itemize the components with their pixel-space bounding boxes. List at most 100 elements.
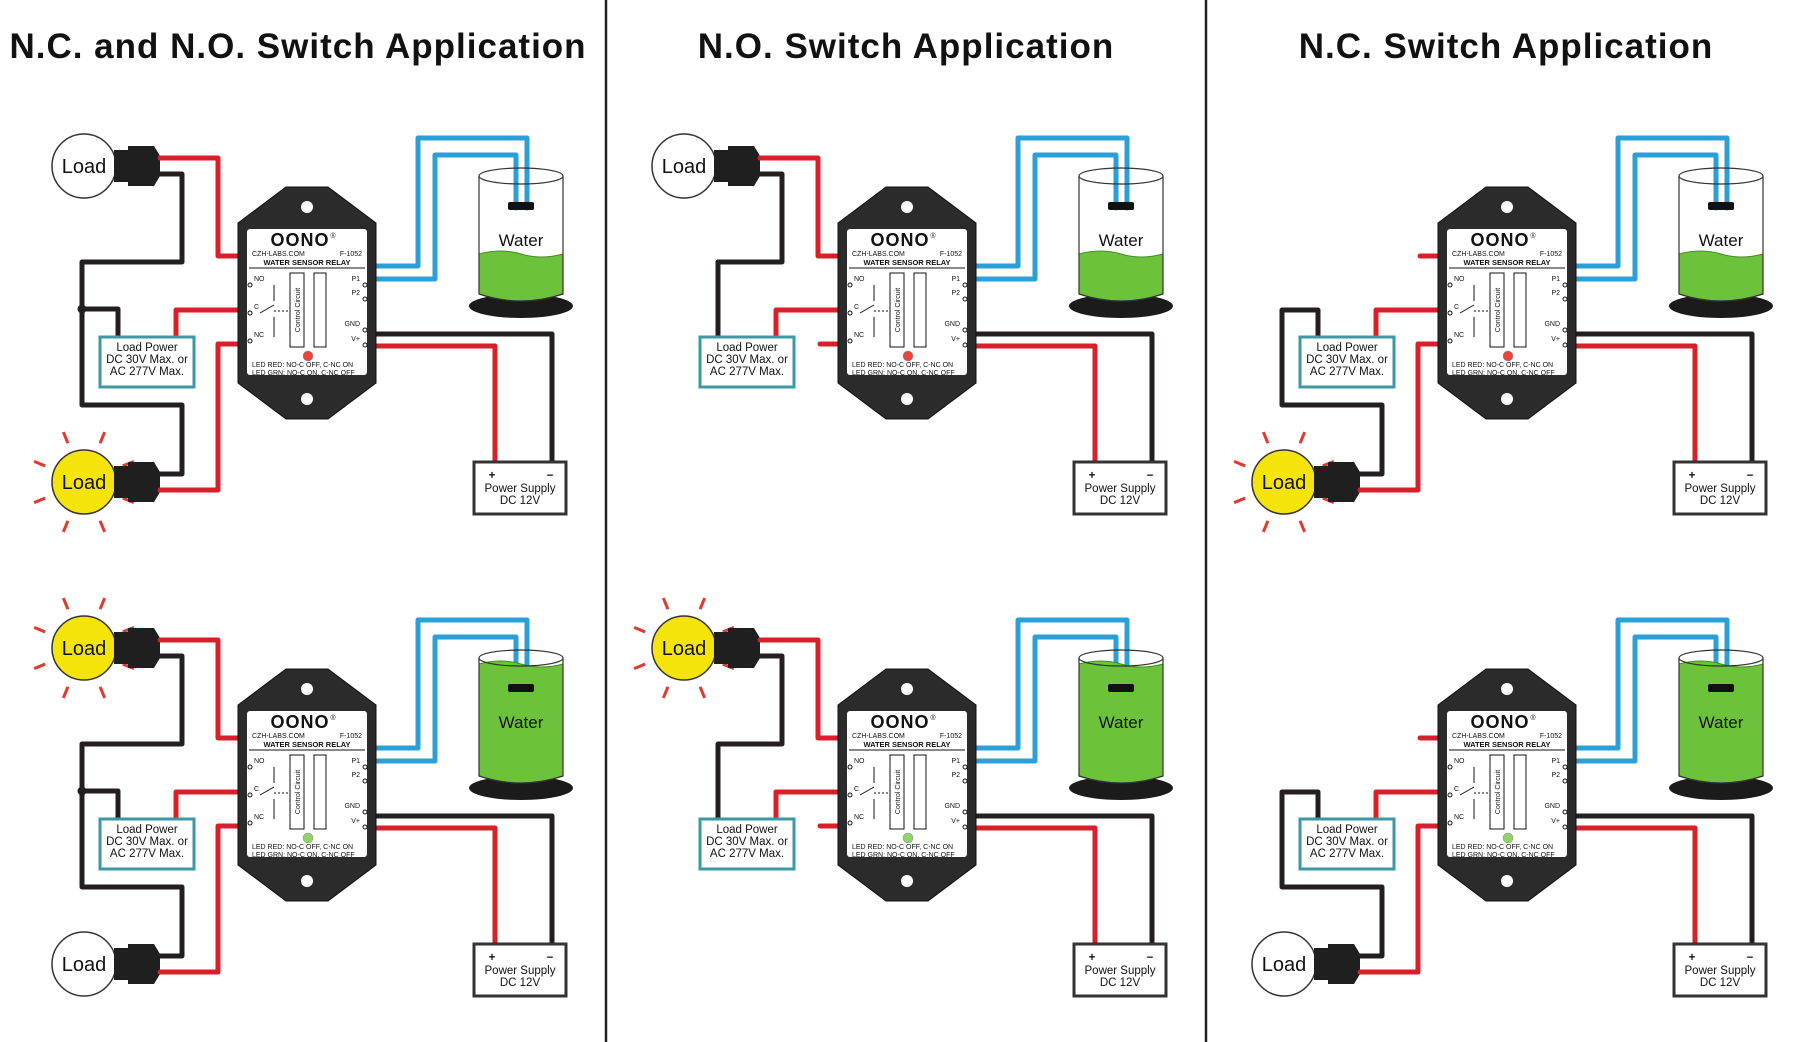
load-power-label: AC 277V Max. — [710, 366, 784, 378]
tank-base — [469, 294, 573, 318]
power-supply-voltage: DC 12V — [1700, 495, 1741, 507]
internal-trace — [913, 754, 927, 830]
sensor-wire — [973, 617, 1130, 751]
water-label: Water — [1099, 231, 1144, 250]
column-title: N.C. and N.O. Switch Application — [9, 27, 586, 66]
pin-label: C — [854, 786, 859, 793]
switch-symbol — [859, 767, 875, 819]
load-power-label: DC 30V Max. or — [106, 836, 188, 848]
control-circuit-box — [1489, 754, 1505, 830]
light-ray — [98, 520, 107, 533]
relay-name: WATER SENSOR RELAY — [263, 258, 350, 267]
load-power-label: Load Power — [116, 342, 178, 354]
common-wire — [1373, 307, 1453, 341]
load-power-label: DC 30V Max. or — [106, 354, 188, 366]
load-wire — [757, 637, 853, 741]
mount-hole — [301, 393, 313, 405]
relay-label-plate — [847, 229, 967, 375]
plus-sign: + — [1089, 952, 1096, 964]
bulb-socket — [114, 628, 160, 668]
load-power-label: DC 30V Max. or — [1306, 354, 1388, 366]
relay-label-plate — [247, 711, 367, 857]
light-ray — [33, 662, 46, 671]
relay-brand: OONO — [270, 230, 329, 250]
bulb-socket — [1314, 944, 1360, 984]
pin-terminal — [362, 296, 368, 302]
pin-terminal — [962, 296, 968, 302]
pin-label: GND — [944, 321, 960, 328]
neutral-wire — [79, 171, 185, 477]
tank-rim — [1078, 167, 1164, 185]
ground-wire — [373, 331, 555, 481]
light-ray — [61, 686, 70, 699]
tank-wall — [478, 176, 564, 302]
relay-model: F-1052 — [1540, 251, 1562, 258]
relay-label-plate — [247, 229, 367, 375]
pin-label: P1 — [351, 276, 360, 283]
plus-sign: + — [1689, 470, 1696, 482]
registered-mark: ® — [1530, 714, 1536, 722]
switch-symbol — [859, 285, 875, 337]
load-power-label: AC 277V Max. — [110, 848, 184, 860]
tank-wall — [478, 658, 564, 784]
load-power-label: AC 277V Max. — [710, 848, 784, 860]
switch-symbol — [1459, 767, 1475, 819]
registered-mark: ® — [330, 714, 336, 722]
tank-wall — [1078, 176, 1164, 302]
load-wire — [157, 155, 253, 259]
light-ray — [33, 496, 46, 505]
light-ray — [698, 597, 707, 610]
pin-terminal — [1562, 764, 1568, 770]
pin-label: NO — [854, 758, 865, 765]
internal-trace — [313, 754, 327, 830]
pin-label: C — [854, 304, 859, 311]
led-note: LED GRN: NO-C ON, C-NC OFF — [852, 370, 955, 377]
neutral-wire — [79, 653, 185, 959]
load-wire — [157, 823, 253, 975]
pin-terminal — [247, 764, 253, 770]
led-note: LED RED: NO-C OFF, C-NC ON — [852, 362, 953, 369]
sensor-wire — [973, 152, 1119, 282]
pin-terminal — [1447, 764, 1453, 770]
pin-terminal — [962, 327, 968, 333]
pin-label: NO — [1454, 276, 1465, 283]
common-wire — [173, 307, 253, 341]
relay-brand: OONO — [870, 230, 929, 250]
power-wire — [1573, 343, 1698, 481]
light-ray — [61, 597, 70, 610]
switch-symbol — [259, 285, 275, 337]
minus-sign: − — [547, 952, 554, 964]
sensor-wire — [373, 634, 519, 764]
pin-terminal — [1562, 778, 1568, 784]
pin-label: NO — [254, 276, 265, 283]
water-label: Water — [1699, 713, 1744, 732]
pin-label: P2 — [951, 290, 960, 297]
power-wire — [373, 343, 498, 481]
mount-hole — [901, 201, 913, 213]
power-supply-label: Power Supply — [1085, 483, 1156, 495]
pin-terminal — [962, 764, 968, 770]
column-title: N.O. Switch Application — [698, 27, 1114, 66]
water-probe — [508, 202, 534, 210]
control-circuit-box — [889, 754, 905, 830]
registered-mark: ® — [930, 232, 936, 240]
ground-wire — [1573, 331, 1755, 481]
control-circuit-label: Control Circuit — [1495, 288, 1502, 332]
pin-label: V+ — [951, 336, 960, 343]
pin-terminal — [1562, 327, 1568, 333]
tank-rim — [1678, 167, 1764, 185]
mount-hole — [901, 683, 913, 695]
pin-label: P1 — [1551, 758, 1560, 765]
plus-sign: + — [489, 952, 496, 964]
load-power-label: Load Power — [1316, 824, 1378, 836]
pin-terminal — [1447, 792, 1453, 798]
load-power-label: AC 277V Max. — [110, 366, 184, 378]
pin-terminal — [1562, 824, 1568, 830]
light-ray — [661, 597, 670, 610]
internal-trace — [1513, 272, 1527, 348]
pin-label: P2 — [351, 290, 360, 297]
pin-terminal — [962, 809, 968, 815]
load-wire — [757, 155, 853, 259]
light-ray — [661, 686, 670, 699]
